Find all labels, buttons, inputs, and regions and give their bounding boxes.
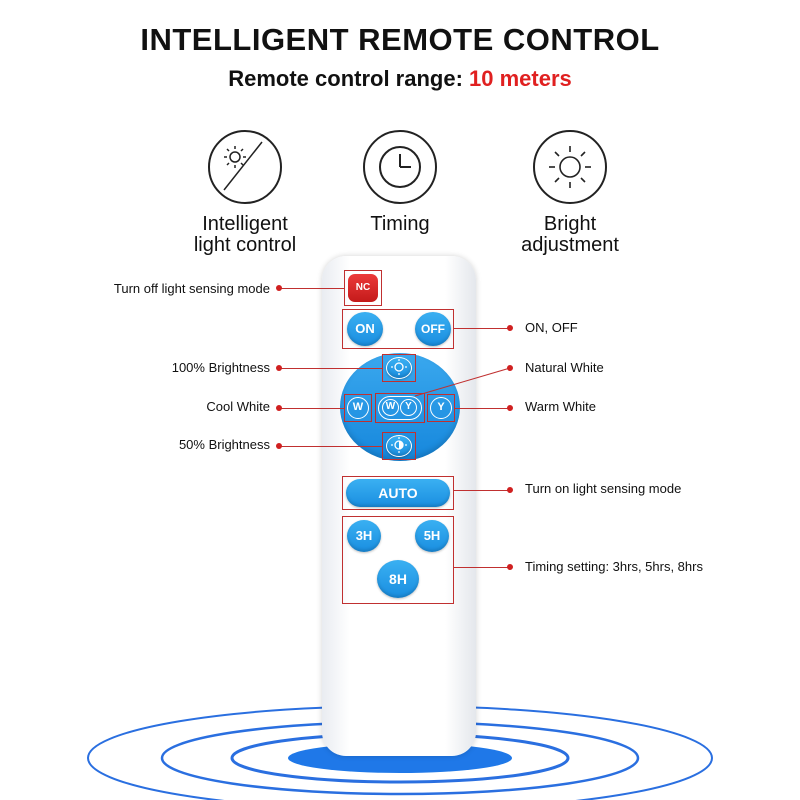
feature-label: Bright adjustment — [521, 213, 619, 256]
on-button[interactable]: ON — [347, 312, 383, 346]
auto-highlight-box — [342, 476, 454, 510]
feature-label: Intelligent light control — [193, 213, 297, 256]
feature-timing: Timing — [340, 130, 460, 235]
annotation-turn-off-sensing: Turn off light sensing mode — [113, 281, 270, 296]
timing-highlight-box — [342, 516, 454, 604]
annotation-cool-white: Cool White — [206, 399, 270, 414]
page-title: INTELLIGENT REMOTE CONTROL — [140, 22, 660, 57]
auto-button[interactable]: AUTO — [346, 479, 450, 507]
timer-8h-button[interactable]: 8H — [377, 560, 419, 598]
feature-label: Timing — [370, 213, 430, 235]
leader-line — [279, 446, 382, 447]
leader-line — [454, 490, 510, 491]
clock-icon — [363, 130, 437, 204]
natural-white-highlight-box — [375, 393, 425, 423]
annotation-on-off: ON, OFF — [525, 320, 578, 335]
warm-white-button[interactable]: Y — [430, 397, 452, 419]
annotation-timing-setting: Timing setting: 3hrs, 5hrs, 8hrs — [525, 559, 703, 574]
timer-5h-button[interactable]: 5H — [415, 520, 449, 552]
leader-dot — [507, 564, 513, 570]
sun-moon-icon — [208, 130, 282, 204]
leader-line — [454, 567, 510, 568]
subtitle-highlight: 10 meters — [469, 66, 572, 91]
timer-3h-button[interactable]: 3H — [347, 520, 381, 552]
off-button[interactable]: OFF — [415, 312, 451, 346]
cool-white-button[interactable]: W — [347, 397, 369, 419]
sun-icon — [391, 359, 407, 375]
sun-icon — [533, 130, 607, 204]
leader-dot — [276, 443, 282, 449]
leader-dot — [276, 285, 282, 291]
brightness-100-button[interactable] — [386, 357, 412, 379]
page-subtitle: Remote control range: 10 meters — [0, 66, 800, 92]
annotation-brightness-50: 50% Brightness — [178, 437, 270, 452]
natural-white-y: Y — [400, 399, 417, 416]
brightness-100-highlight-box — [382, 354, 416, 382]
leader-dot — [507, 487, 513, 493]
leader-dot — [507, 325, 513, 331]
annotation-warm-white: Warm White — [525, 399, 597, 414]
nc-button[interactable]: NC — [348, 274, 378, 302]
natural-white-w: W — [382, 399, 399, 416]
leader-line — [279, 408, 344, 409]
leader-dot — [276, 365, 282, 371]
leader-dot — [507, 405, 513, 411]
annotation-brightness-100: 100% Brightness — [171, 360, 270, 375]
on-off-highlight-box — [342, 309, 454, 349]
leader-line — [455, 408, 510, 409]
feature-intelligent-light: Intelligent light control — [175, 130, 315, 256]
natural-white-button[interactable]: W Y — [378, 396, 422, 420]
leader-dot — [276, 405, 282, 411]
annotation-turn-on-sensing: Turn on light sensing mode — [525, 481, 682, 496]
leader-line — [279, 288, 344, 289]
leader-line — [279, 368, 382, 369]
warm-white-highlight-box — [427, 394, 455, 422]
subtitle-prefix: Remote control range: — [228, 66, 470, 91]
leader-line — [454, 328, 510, 329]
nc-highlight-box — [344, 270, 382, 306]
annotation-natural-white: Natural White — [525, 360, 604, 375]
brightness-50-button[interactable] — [386, 435, 412, 457]
feature-bright-adjustment: Bright adjustment — [500, 130, 640, 256]
leader-dot — [507, 365, 513, 371]
half-sun-icon — [391, 437, 407, 453]
cool-white-highlight-box — [344, 394, 372, 422]
brightness-50-highlight-box — [382, 432, 416, 460]
